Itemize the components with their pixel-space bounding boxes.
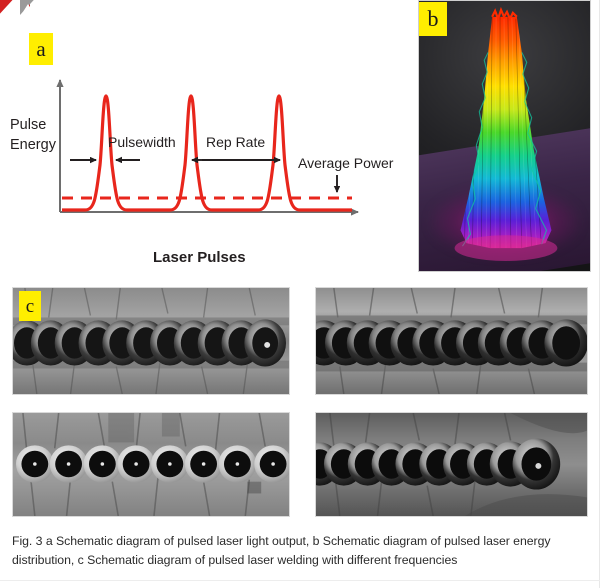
micrograph-tr-svg (316, 288, 587, 394)
micrograph-tl-svg (13, 288, 289, 394)
pulse-curve (62, 94, 352, 212)
pulsewidth-label: Pulsewidth (108, 134, 176, 150)
publisher-logo-icon (0, 0, 62, 24)
micrograph-weld-seam-bottom-left (12, 412, 290, 517)
micrograph-bl-svg (13, 413, 289, 516)
panel-b-energy-distribution-image (418, 0, 591, 272)
weld-spot-row (13, 319, 287, 367)
average-power-label: Average Power (298, 155, 394, 171)
spike-ridge (491, 6, 518, 23)
pulse-train-svg: Pulse Energy Pulsewidth Rep Rate Average… (10, 79, 394, 266)
micrograph-weld-seam-top-right (315, 287, 588, 395)
panel-a-pulse-train-chart: Pulse Energy Pulsewidth Rep Rate Average… (0, 0, 412, 278)
spike-base-plume (454, 235, 558, 261)
micrograph-br-svg (316, 413, 587, 516)
weld-spot-row (15, 445, 289, 483)
micrograph-weld-seam-bottom-right (315, 412, 588, 517)
weld-spot-row (316, 319, 587, 367)
x-axis-title: Laser Pulses (153, 249, 246, 266)
panel-label-b: b (419, 2, 447, 36)
spike-right-edge (521, 52, 548, 245)
weld-spot-row (316, 438, 561, 490)
y-axis-label-line2: Energy (10, 137, 57, 153)
rep-rate-label: Rep Rate (206, 134, 265, 150)
energy-spike-surface (454, 6, 558, 261)
y-axis-label-line1: Pulse (10, 117, 46, 133)
panel-label-c: c (19, 291, 41, 321)
micrograph-weld-seam-top-left (12, 287, 290, 395)
figure-caption: Fig. 3 a Schematic diagram of pulsed las… (12, 534, 551, 568)
panel-label-a: a (29, 33, 53, 65)
caption-bottom-rule (0, 580, 600, 581)
panel-c-micrograph-grid (12, 287, 588, 522)
spike-left-edge (462, 52, 489, 247)
spike-body (460, 16, 552, 249)
